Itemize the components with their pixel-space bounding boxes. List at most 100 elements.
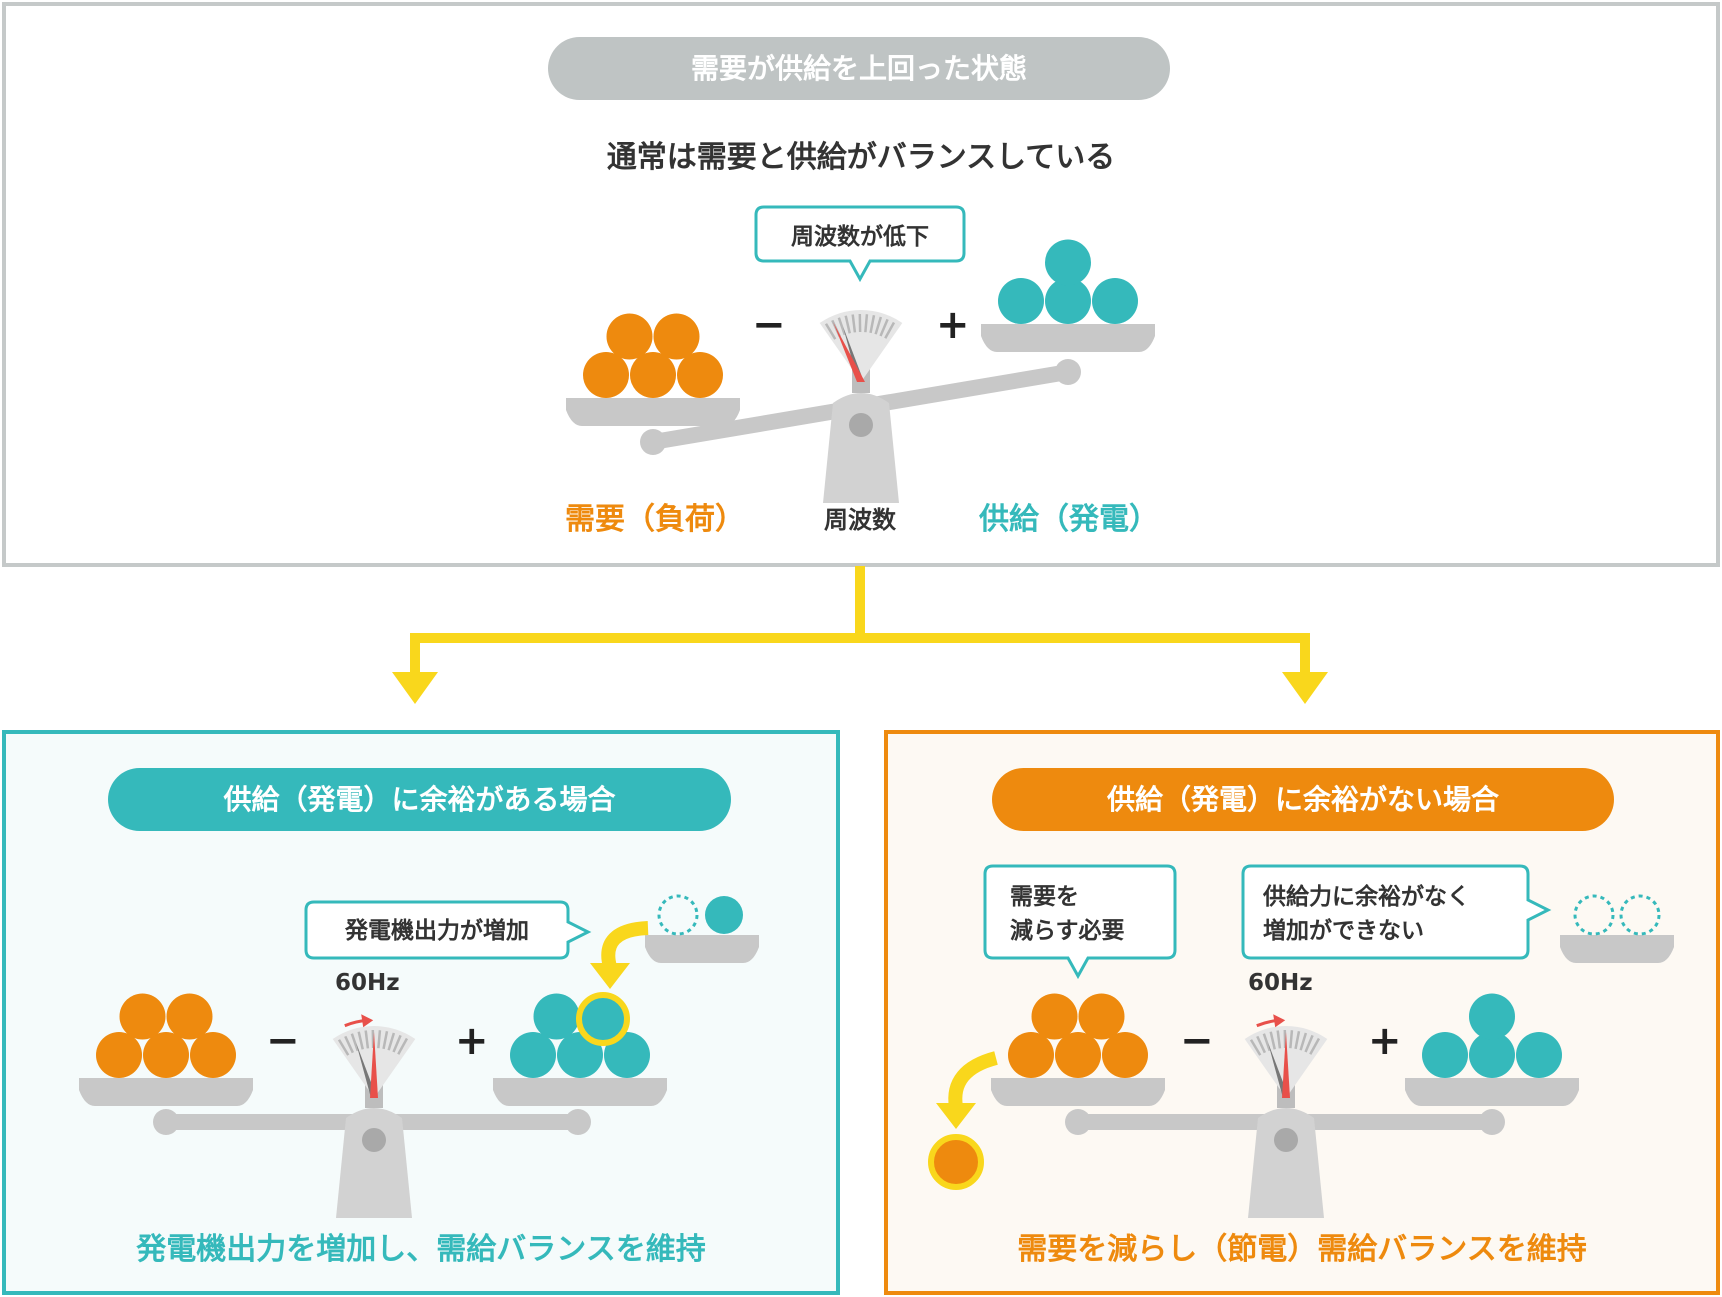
top-gauge-ref-needle <box>843 326 864 382</box>
right-removed-ball <box>928 1134 984 1190</box>
left-footer: 発電機出力を増加し、需給バランスを維持 <box>136 1232 706 1267</box>
flow-left-drop <box>410 633 420 678</box>
left-gauge-tick <box>387 1032 396 1051</box>
right-reserve-pan-base <box>1560 947 1674 963</box>
top-supply-ball <box>1045 278 1091 324</box>
right-supply-ball <box>1516 1032 1562 1078</box>
right-reserve-empty-slot <box>1619 894 1661 936</box>
right-bubble1-line2: 減らす必要 <box>1010 918 1125 944</box>
right-supply-pan-base <box>1405 1090 1579 1106</box>
left-demand-ball <box>119 993 166 1040</box>
left-supply-ball <box>557 1032 603 1078</box>
right-drop-arrow-head <box>936 1103 976 1129</box>
right-demand-pan-base <box>991 1090 1165 1106</box>
right-supply-ball <box>1469 1032 1515 1078</box>
right-demand-ball <box>1008 1032 1054 1078</box>
label-demand: 需要（負荷） <box>565 502 745 537</box>
top-supply-ball <box>998 278 1044 324</box>
top-gauge-tick <box>837 317 846 336</box>
right-scale-beam-end <box>1479 1109 1505 1135</box>
right-demand-pan <box>991 1078 1165 1090</box>
left-demand-ball <box>190 1032 236 1078</box>
right-gauge-tick <box>1249 1039 1262 1056</box>
right-header-pill: 供給（発電）に余裕がない場合 <box>992 768 1614 831</box>
right-minus-sign: − <box>1180 1018 1214 1064</box>
right-plus-sign: + <box>1368 1018 1402 1064</box>
top-gauge-tick <box>869 315 876 334</box>
flow-branch <box>410 633 1310 643</box>
left-supply-ball <box>604 1032 650 1078</box>
left-bubble <box>304 900 592 960</box>
right-gauge-tick <box>1276 1030 1282 1049</box>
top-demand-ball <box>677 352 723 398</box>
right-header-text: 供給（発電）に余裕がない場合 <box>1106 783 1499 816</box>
right-bubble1-line1: 需要を <box>1010 884 1079 910</box>
top-scale-beam-end <box>640 429 666 455</box>
top-scale-beam-end <box>1055 359 1081 385</box>
left-demand-ball <box>143 1032 189 1078</box>
right-reserve-pan <box>1560 935 1674 947</box>
label-frequency: 周波数 <box>824 506 896 534</box>
left-scale-beam-end <box>153 1109 179 1135</box>
left-demand-ball <box>166 993 213 1040</box>
right-gauge-tick <box>1299 1032 1308 1051</box>
right-gauge-tick <box>1256 1035 1267 1054</box>
right-supply-ball <box>1469 993 1515 1040</box>
right-scale-beam-end <box>1065 1109 1091 1135</box>
top-gauge-tick <box>851 314 857 333</box>
top-gauge-tick <box>864 314 869 333</box>
left-gauge-tick <box>382 1031 389 1050</box>
right-gauge-tick <box>1262 1033 1271 1052</box>
top-bubble-text: 周波数が低下 <box>791 224 929 250</box>
left-supply-pan <box>493 1078 667 1090</box>
left-reserve-arrow-head <box>590 963 630 989</box>
left-supply-ball <box>533 993 580 1040</box>
left-demand-pan <box>79 1078 253 1090</box>
left-bubble-text: 発電機出力が増加 <box>345 918 529 944</box>
right-demand-ball <box>1031 993 1078 1040</box>
top-gauge-tick <box>884 321 896 339</box>
top-gauge-tick <box>874 316 883 335</box>
left-gauge-tick <box>397 1037 409 1055</box>
right-reserve-empty-slot <box>1573 894 1615 936</box>
top-plus-sign: + <box>936 302 970 348</box>
right-gauge-needle <box>1282 1032 1290 1098</box>
left-reserve-pan-base <box>645 947 759 963</box>
left-reserve-pan <box>645 935 759 947</box>
right-bubble2-line1: 供給力に余裕がなく <box>1263 884 1470 910</box>
label-supply: 供給（発電） <box>979 502 1159 537</box>
top-subtitle: 通常は需要と供給がバランスしている <box>606 140 1116 175</box>
right-bubble2-line2: 増加ができない <box>1263 918 1424 944</box>
right-supply-pan <box>1405 1078 1579 1090</box>
left-demand-pan-base <box>79 1090 253 1106</box>
top-demand-ball <box>653 313 700 360</box>
top-supply-ball <box>1092 278 1138 324</box>
top-demand-ball <box>583 352 629 398</box>
top-demand-ball <box>630 352 676 398</box>
left-gauge-tick <box>350 1033 359 1052</box>
left-gauge-tick <box>357 1031 364 1050</box>
left-demand-ball <box>96 1032 142 1078</box>
left-added-ball <box>576 992 630 1046</box>
right-demand-ball <box>1102 1032 1148 1078</box>
top-supply-ball <box>1045 239 1091 286</box>
top-bubble <box>754 205 966 283</box>
left-reserve-ball <box>705 896 743 934</box>
top-left-pan-base <box>566 410 740 426</box>
top-gauge-dial <box>819 310 903 382</box>
left-scale-beam-end <box>565 1109 591 1135</box>
left-gauge-tick <box>377 1030 382 1049</box>
left-gauge-tick <box>364 1030 370 1049</box>
top-right-pan-base <box>981 336 1155 352</box>
left-reserve-arrow-shaft <box>601 921 649 969</box>
left-scale-post <box>336 1108 412 1218</box>
left-gauge-tick <box>337 1039 350 1056</box>
left-gauge-needle <box>370 1032 378 1098</box>
right-gauge-tick <box>1294 1031 1301 1050</box>
right-bubble1 <box>983 864 1177 980</box>
left-header-pill: 供給（発電）に余裕がある場合 <box>108 768 731 831</box>
top-left-pan <box>566 398 740 410</box>
right-gauge-tick <box>1269 1031 1276 1050</box>
